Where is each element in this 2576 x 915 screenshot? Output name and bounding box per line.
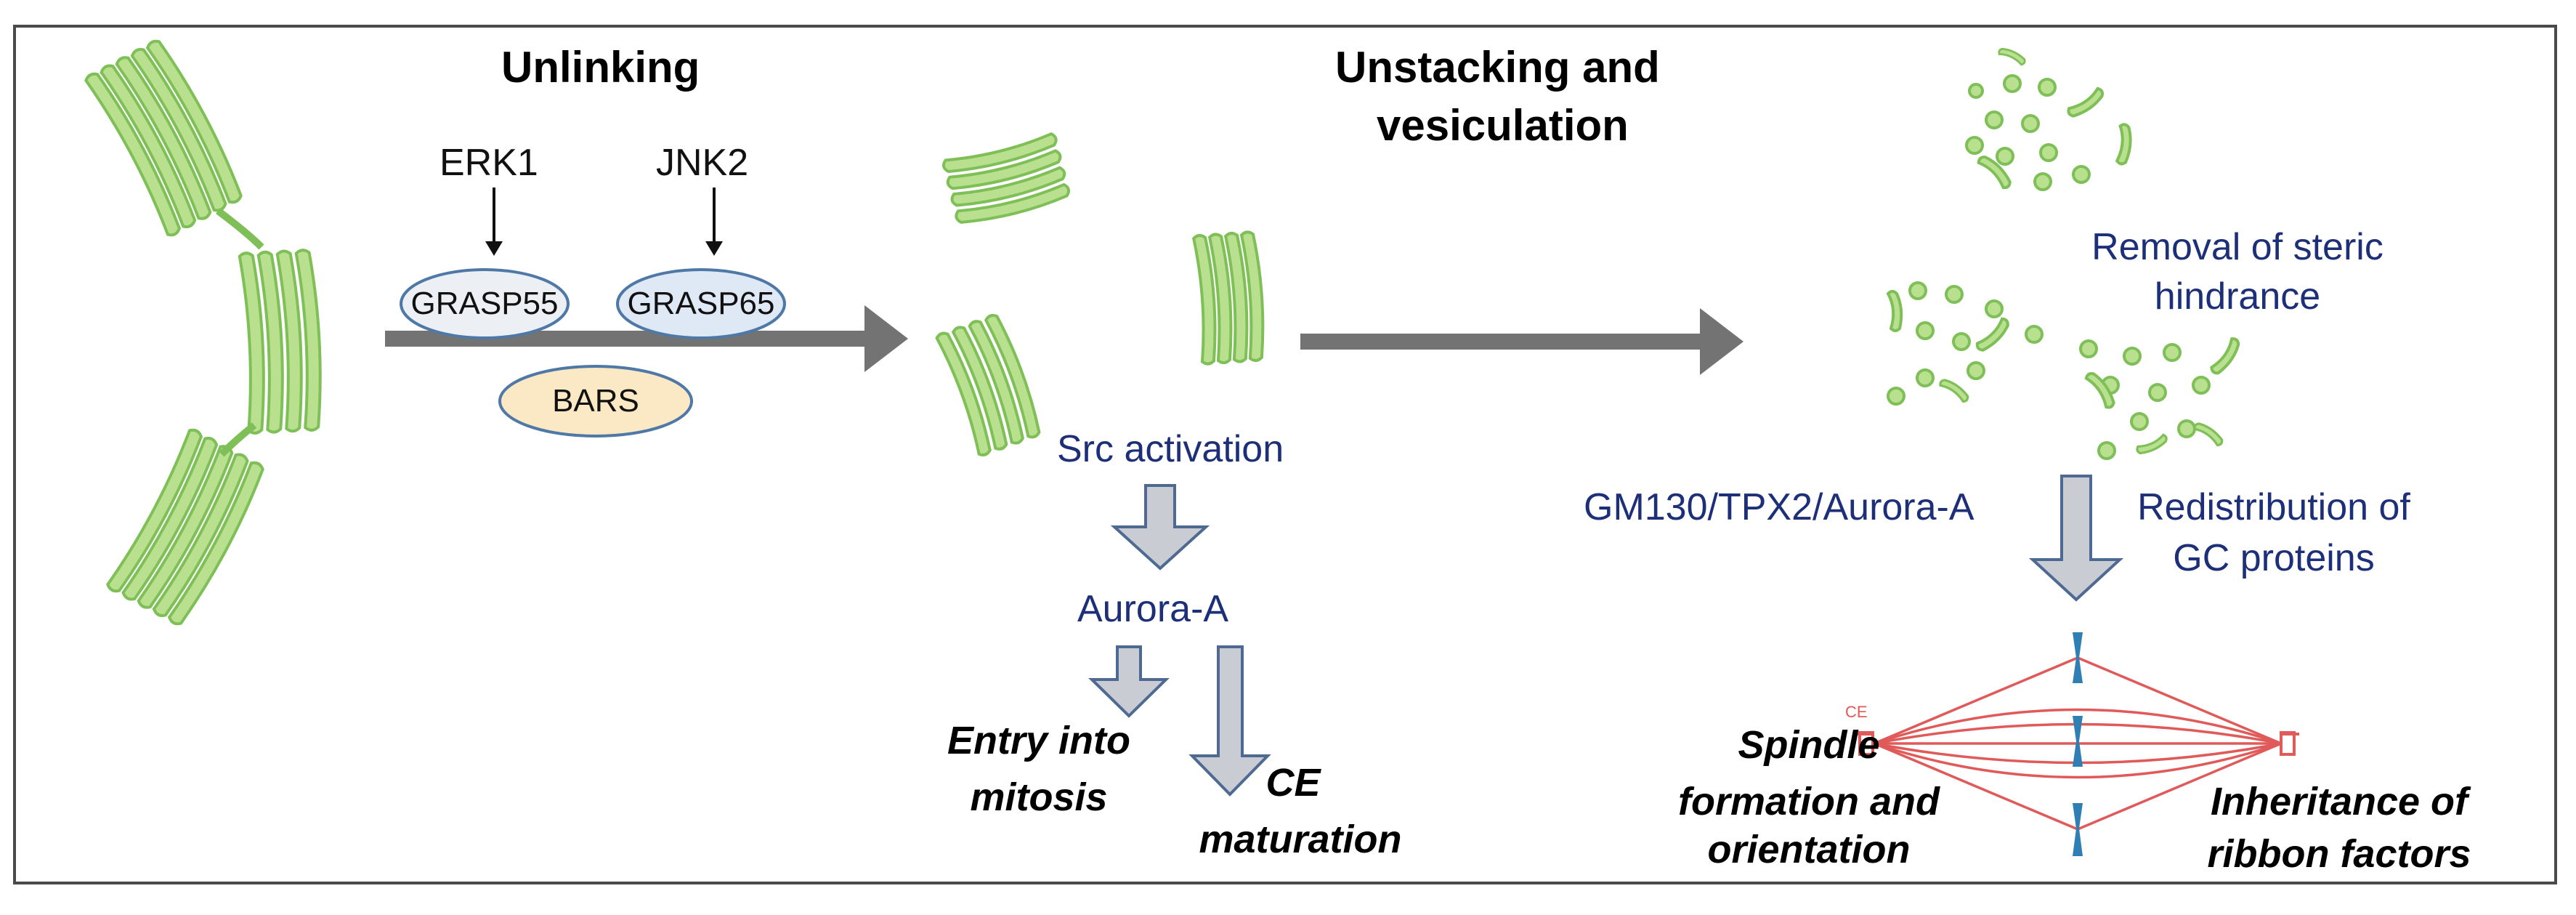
label-inheritance-line2: ribbon factors [2207,832,2471,876]
label-jnk2: JNK2 [656,142,749,184]
centrosome-left [1856,731,1874,756]
figure-frame [13,25,2557,884]
erk1-arrow [485,188,503,256]
label-inheritance-line1: Inheritance of [2210,780,2468,823]
centrosome-right [2280,731,2299,756]
label-src-activation: Src activation [1057,428,1284,470]
jnk2-arrow [705,188,723,256]
label-erk1: ERK1 [440,142,538,184]
label-entry-line1: Entry into [947,719,1130,762]
label-redistribution-line2: GC proteins [2173,537,2375,579]
label-spindle-line2: formation and [1678,780,1940,823]
heading-unstacking-line1: Unstacking and [1335,43,1660,92]
label-spindle-line1: Spindle [1738,723,1880,767]
label-grasp65: GRASP65 [627,286,775,321]
golgi-stacks-unlinked [934,132,1268,459]
golgi-vesicles [1887,44,2245,460]
block-arrow-to-spindle [2028,475,2124,602]
mitotic-spindle [1874,656,2282,831]
grasp65-oval [616,268,786,339]
label-removal-line2: hindrance [2154,275,2321,318]
bars-oval [498,365,693,438]
grasp55-oval [400,268,570,339]
label-ce-small: CE [1845,703,1868,721]
label-entry-line2: mitosis [970,775,1108,819]
heading-unlinking: Unlinking [501,43,700,92]
label-gm130-tpx2-aurora-a: GM130/TPX2/Aurora-A [1584,486,1974,528]
label-aurora-a: Aurora-A [1077,588,1229,630]
label-removal-line1: Removal of steric [2091,226,2383,268]
label-ce-line2: maturation [1199,818,1402,861]
label-bars: BARS [552,383,639,419]
block-arrow-aurora-to-entry [1088,645,1170,718]
golgi-ribbon-left [84,36,323,629]
block-arrow-src-to-aurora [1110,484,1210,571]
label-grasp55: GRASP55 [410,286,559,321]
label-spindle-line3: orientation [1707,828,1911,871]
heading-unstacking-line2: vesiculation [1377,101,1629,150]
label-redistribution-line1: Redistribution of [2137,486,2410,528]
chromosomes [2073,632,2083,856]
unstacking-arrow [1300,308,1743,375]
label-ce-line1: CE [1265,761,1321,805]
block-arrow-aurora-to-ce [1188,645,1271,797]
